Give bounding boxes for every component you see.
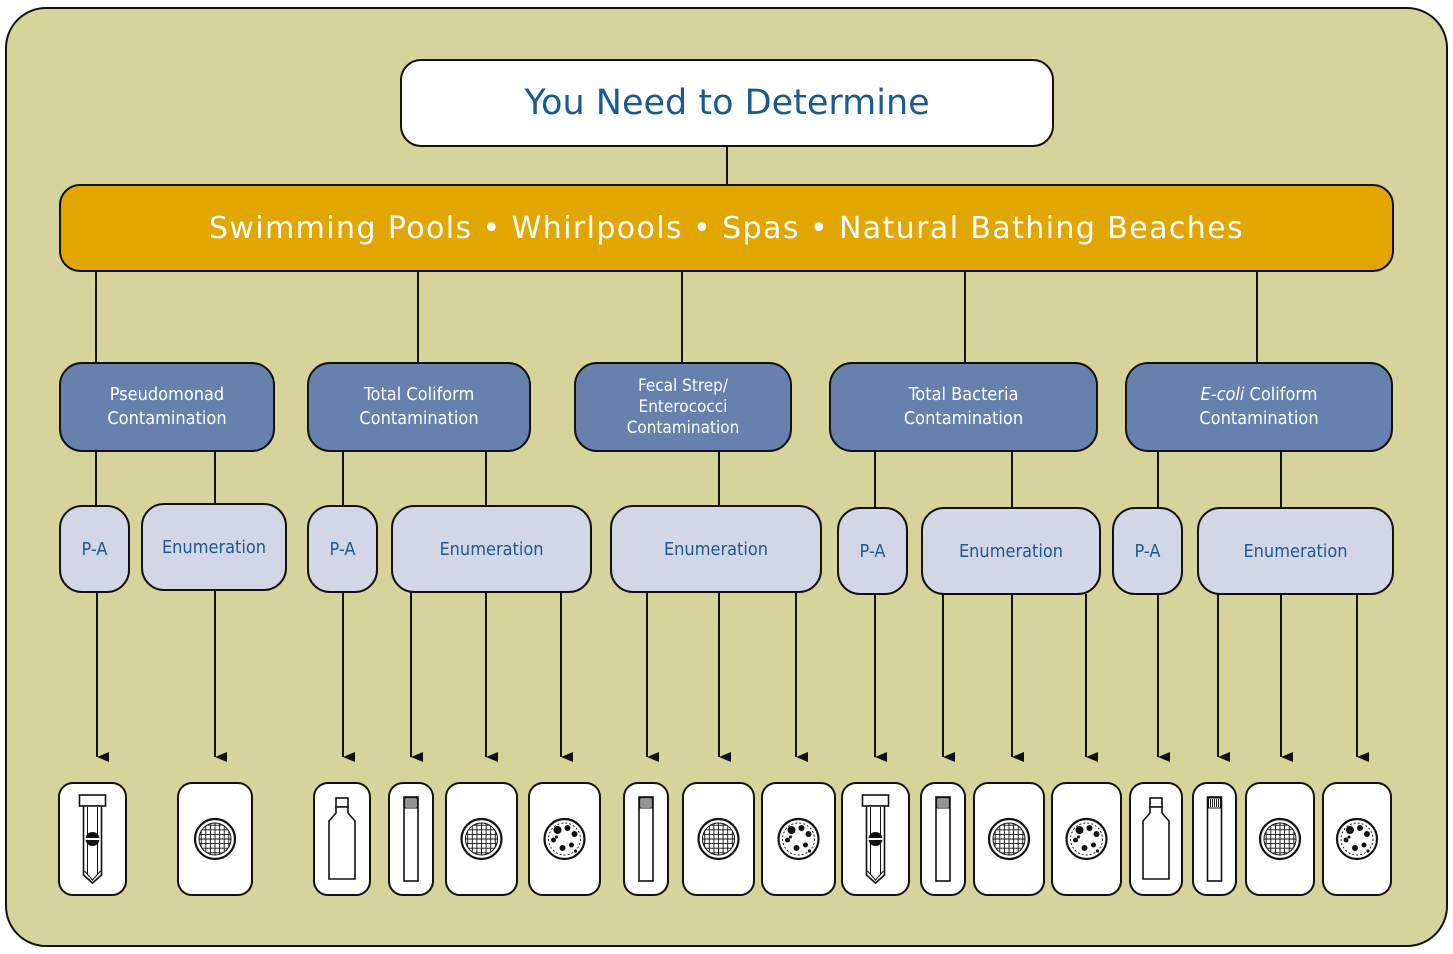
colony-spot: [789, 835, 792, 839]
membrane-filter-grid-icon: [177, 782, 253, 896]
vial-cap: [861, 794, 890, 807]
colony-spot: [798, 825, 805, 831]
tube-body: [403, 796, 419, 882]
colony-spot: [1093, 831, 1100, 837]
colony-spot: [787, 826, 796, 834]
colony-spot: [571, 831, 578, 837]
method-box: [837, 507, 908, 595]
method-box: [610, 505, 822, 593]
plate-edge: [548, 822, 581, 856]
method-box: [391, 505, 592, 593]
membrane-filter-grid-icon: [445, 782, 518, 896]
vial-with-filter-icon: [841, 782, 910, 896]
colony-spot: [1347, 835, 1351, 839]
colony-spot: [1366, 849, 1370, 853]
method-box: [59, 505, 130, 593]
plate-edge: [1070, 822, 1103, 856]
category-box-total-bacteria: [829, 362, 1098, 452]
colony-spot: [553, 826, 562, 834]
colony-spot: [569, 842, 574, 848]
test-tube-icon: [388, 782, 434, 896]
dish-rim: [1065, 817, 1108, 861]
colony-spot: [793, 845, 800, 851]
dish-rim: [777, 817, 820, 861]
method-box: [1197, 507, 1394, 595]
category-box-fecal-strep: [574, 362, 792, 452]
colony-spot: [1077, 835, 1080, 839]
colony-spot: [803, 842, 808, 848]
colony-plate-icon: [1051, 782, 1122, 896]
membrane-filter-grid-icon: [682, 782, 755, 896]
test-tube-icon: [1192, 782, 1237, 896]
method-box: [141, 503, 287, 591]
colony-spot: [1095, 849, 1100, 853]
vial-cap: [78, 794, 107, 807]
colony-spot: [573, 849, 578, 853]
dish-rim: [543, 817, 586, 861]
category-box-pseudomonad: [59, 362, 275, 452]
colony-spot: [805, 831, 812, 837]
bottle-body: [328, 806, 356, 880]
colony-spot: [807, 849, 812, 853]
vial-tip: [84, 870, 101, 881]
colony-spot: [559, 845, 566, 851]
bottle-body: [1142, 806, 1170, 880]
colony-plate-icon: [761, 782, 836, 896]
vial-with-filter-icon: [58, 782, 127, 896]
test-tube-icon: [623, 782, 669, 896]
colony-spot: [555, 835, 558, 839]
test-tube-icon: [920, 782, 966, 896]
colony-spot: [551, 837, 556, 843]
plate-edge: [782, 822, 815, 856]
colony-plate-icon: [1322, 782, 1392, 896]
tube-body: [638, 796, 654, 882]
method-box: [921, 507, 1101, 595]
colony-spot: [1364, 831, 1370, 837]
colony-spot: [1352, 845, 1358, 851]
colony-spot: [1081, 845, 1088, 851]
vial-tip: [867, 870, 884, 881]
membrane-filter-grid-icon: [973, 782, 1045, 896]
bottle-cap: [1149, 797, 1163, 808]
method-box: [307, 505, 378, 593]
colony-spot: [1086, 825, 1093, 831]
environment-bar: [59, 184, 1394, 272]
dish-rim: [1335, 817, 1379, 861]
colony-spot: [1346, 826, 1354, 834]
colony-plate-icon: [528, 782, 601, 896]
sample-bottle-icon: [1129, 782, 1183, 896]
colony-spot: [564, 825, 571, 831]
colony-spot: [1343, 837, 1349, 843]
tube-body: [1206, 796, 1223, 882]
tube-body: [935, 796, 951, 882]
colony-spot: [1073, 837, 1078, 843]
membrane-filter-grid-icon: [1245, 782, 1315, 896]
title-box: [400, 59, 1054, 147]
colony-spot: [1091, 842, 1096, 848]
colony-spot: [1357, 825, 1363, 831]
plate-edge: [1340, 822, 1374, 856]
colony-spot: [785, 837, 790, 843]
sample-bottle-icon: [313, 782, 371, 896]
colony-spot: [1361, 842, 1367, 848]
category-box-e-coli-coliform: [1125, 362, 1393, 452]
category-box-total-coliform: [307, 362, 531, 452]
method-box: [1112, 507, 1183, 595]
bottle-cap: [335, 797, 349, 808]
colony-spot: [1075, 826, 1084, 834]
